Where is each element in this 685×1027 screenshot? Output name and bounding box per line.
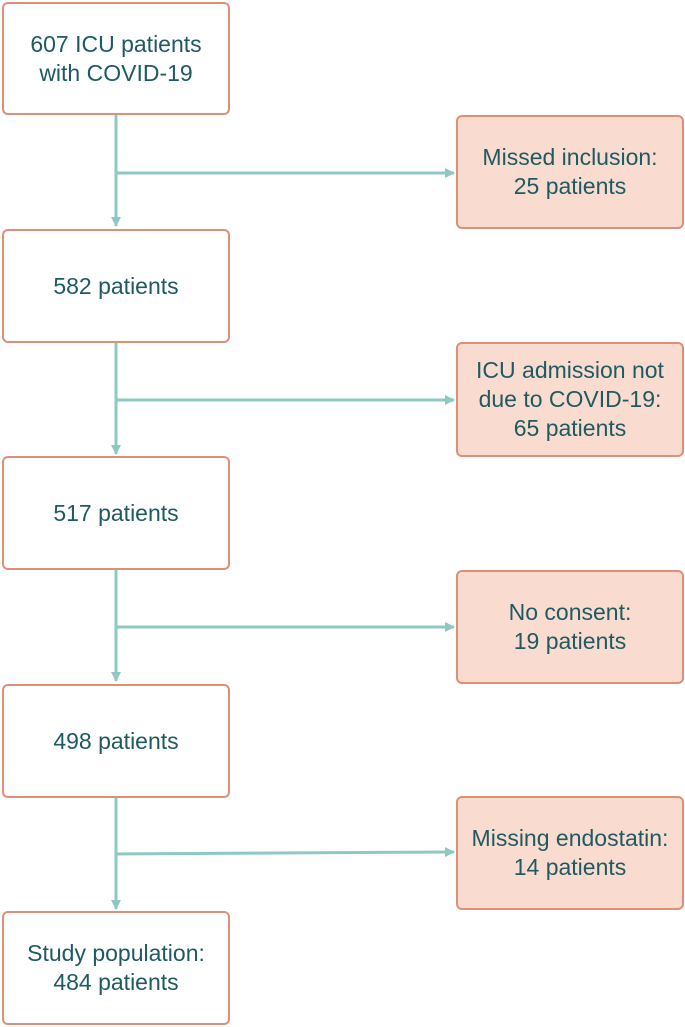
arrow-exclusion-4 <box>115 847 455 858</box>
box-step-3: 517 patients <box>2 456 230 570</box>
box-line: 25 patients <box>513 173 627 199</box>
box-line: ICU admission not <box>476 357 664 383</box>
exclusion-box-non-covid-admission: ICU admission not due to COVID-19: 65 pa… <box>456 342 684 457</box>
box-step-4: 498 patients <box>2 684 230 798</box>
exclusion-box-missed-inclusion: Missed inclusion: 25 patients <box>456 115 684 229</box>
box-line: Study population: <box>27 940 205 966</box>
box-line: 607 ICU patients <box>30 30 202 57</box>
exclusion-box-missing-endostatin: Missing endostatin: 14 patients <box>456 796 684 910</box>
box-line: with COVID-19 <box>39 59 193 86</box>
box-line: Missed inclusion: <box>482 144 658 170</box>
box-study-population: Study population: 484 patients <box>2 911 230 1025</box>
exclusion-box-no-consent: No consent: 19 patients <box>456 570 684 684</box>
box-line: 582 patients <box>53 272 179 299</box>
box-line: Missing endostatin: <box>471 825 669 851</box>
box-line: 517 patients <box>53 499 179 526</box>
box-step-2: 582 patients <box>2 229 230 343</box>
box-line: 14 patients <box>513 854 627 880</box>
box-line: 19 patients <box>513 628 627 654</box>
box-line: 498 patients <box>53 727 179 754</box>
box-line: No consent: <box>508 599 632 625</box>
box-line: 484 patients <box>53 969 179 995</box>
box-line: 65 patients <box>513 415 627 441</box>
box-initial-cohort: 607 ICU patients with COVID-19 <box>2 2 230 115</box>
box-line: due to COVID-19: <box>478 386 662 412</box>
